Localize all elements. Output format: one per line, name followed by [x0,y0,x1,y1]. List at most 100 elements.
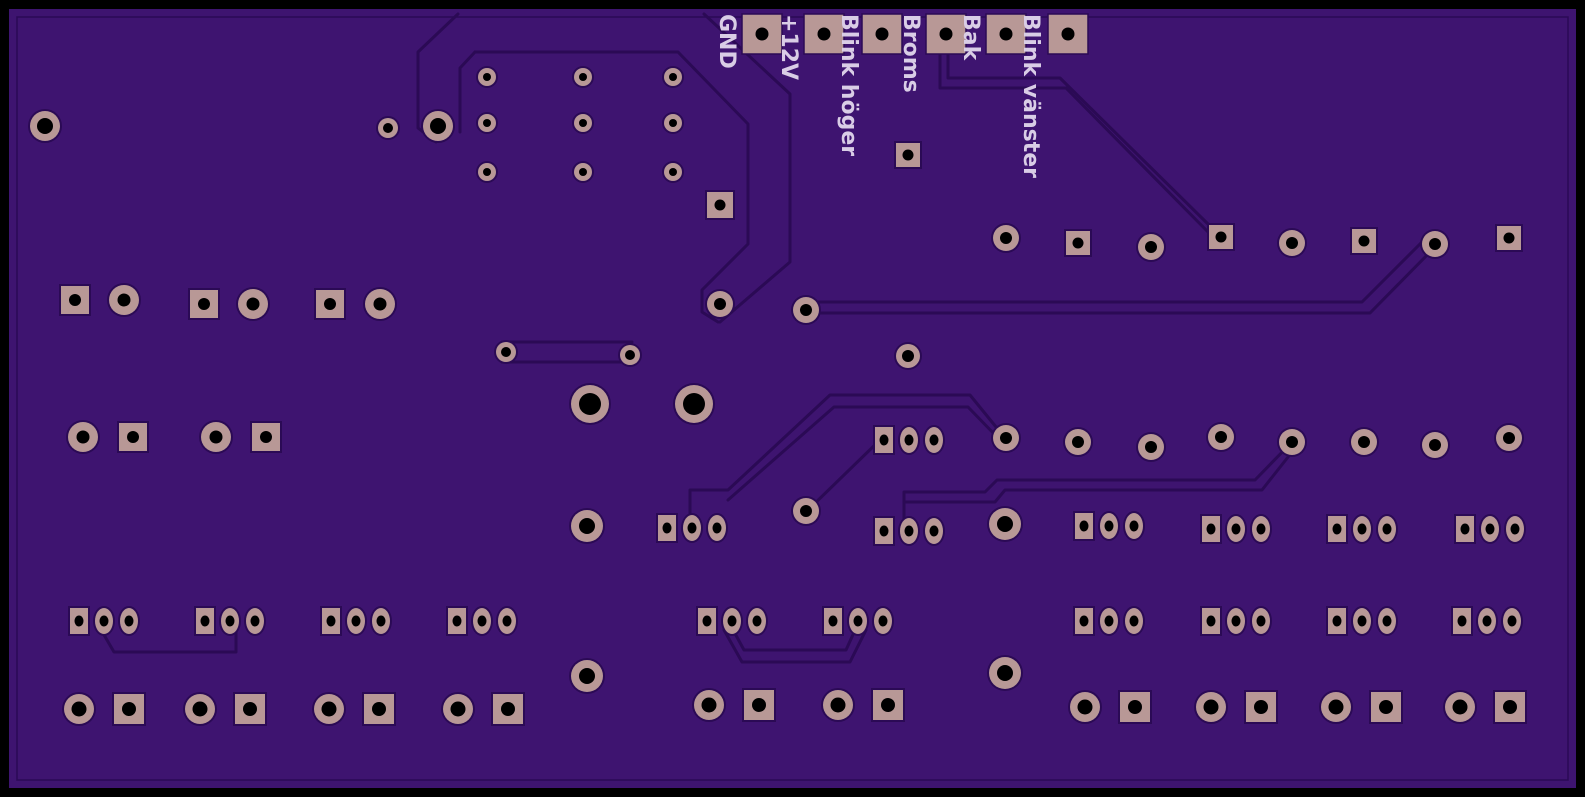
pad-drill [69,294,81,306]
pad-drill [71,701,87,717]
oval-pad [1504,514,1526,544]
square-pad [362,692,396,726]
pad-drill [383,123,393,133]
square-pad [314,288,346,320]
pad-drill [246,297,260,311]
pad-drill [483,168,491,176]
connector-pin [1047,13,1089,55]
round-pad [569,383,611,425]
pad-drill [830,697,846,713]
trace [938,50,1214,238]
oval-pad [244,606,266,636]
round-pad [421,109,455,143]
pad-drill [1328,699,1344,715]
rect-pad [1451,606,1473,636]
round-pad [572,66,594,88]
round-pad [476,112,498,134]
rect-pad [1200,606,1222,636]
round-pad [476,66,498,88]
rect-pad [656,513,678,543]
square-pad [117,421,149,453]
connector-pin-label: Blink höger [836,14,861,156]
pad-drill [376,615,386,627]
round-pad [705,289,735,319]
pad-drill [1128,700,1142,714]
pad-drill [878,615,888,627]
pad-drill [1104,615,1114,627]
rect-pad [1073,606,1095,636]
pad-drill [755,27,769,41]
round-pad [673,383,715,425]
round-pad [1136,432,1166,462]
pad-drill [209,430,223,444]
board-substrate [9,9,1576,788]
trace [803,237,1427,304]
square-pad [491,692,525,726]
pad-drill [1510,523,1520,535]
pad-drill [752,615,762,627]
pad-drill [1231,615,1241,627]
round-pad [991,423,1021,453]
round-pad [987,655,1023,691]
pad-drill [579,119,587,127]
round-pad [791,295,821,325]
pad-drill [1332,523,1342,535]
rect-pad [68,606,90,636]
round-pad [791,496,821,526]
round-pad [199,420,233,454]
pad-drill [902,149,914,161]
pad-drill [828,615,838,627]
rect-pad [1073,511,1095,541]
pad-drill [1382,615,1392,627]
pad-drill [1000,432,1012,444]
connector-pin [925,13,967,55]
rect-pad [822,606,844,636]
rect-pad [873,425,895,455]
pad-drill [1072,436,1084,448]
connector-pin-label: GND [714,14,739,69]
pad-drill [579,168,587,176]
rect-pad [1326,606,1348,636]
pad-drill [1332,615,1342,627]
pad-drill [997,665,1013,681]
pad-drill [326,615,336,627]
round-pad [476,161,498,183]
oval-pad [706,513,728,543]
pad-drill [1129,520,1139,532]
oval-pad [746,606,768,636]
pad-drill [76,430,90,444]
pad-drill [1482,615,1492,627]
pad-drill [1503,700,1517,714]
pad-drill [1206,615,1216,627]
trace [946,50,1212,228]
round-pad [1277,228,1307,258]
oval-pad [118,606,140,636]
pad-drill [1215,431,1227,443]
oval-pad [1376,606,1398,636]
pad-drill [662,522,672,534]
square-pad [1207,223,1235,251]
pad-drill [260,431,272,443]
oval-pad [1123,511,1145,541]
square-pad [112,692,146,726]
pad-drill [579,668,595,684]
round-pad [821,688,855,722]
pad-drill [1206,523,1216,535]
pad-drill [904,525,914,537]
pad-drill [1129,615,1139,627]
pad-outline [861,13,903,55]
pad-drill [124,615,134,627]
round-pad [569,658,605,694]
round-pad [662,112,684,134]
connector-pin-label: Broms [898,14,923,93]
pad-drill [99,615,109,627]
rect-pad [194,606,216,636]
pad-drill [800,304,812,316]
pad-drill [997,516,1013,532]
round-pad [1068,690,1102,724]
pad-drill [127,431,139,443]
pad-drill [1379,700,1393,714]
pad-drill [243,702,257,716]
square-pad [894,141,922,169]
square-pad [1350,227,1378,255]
